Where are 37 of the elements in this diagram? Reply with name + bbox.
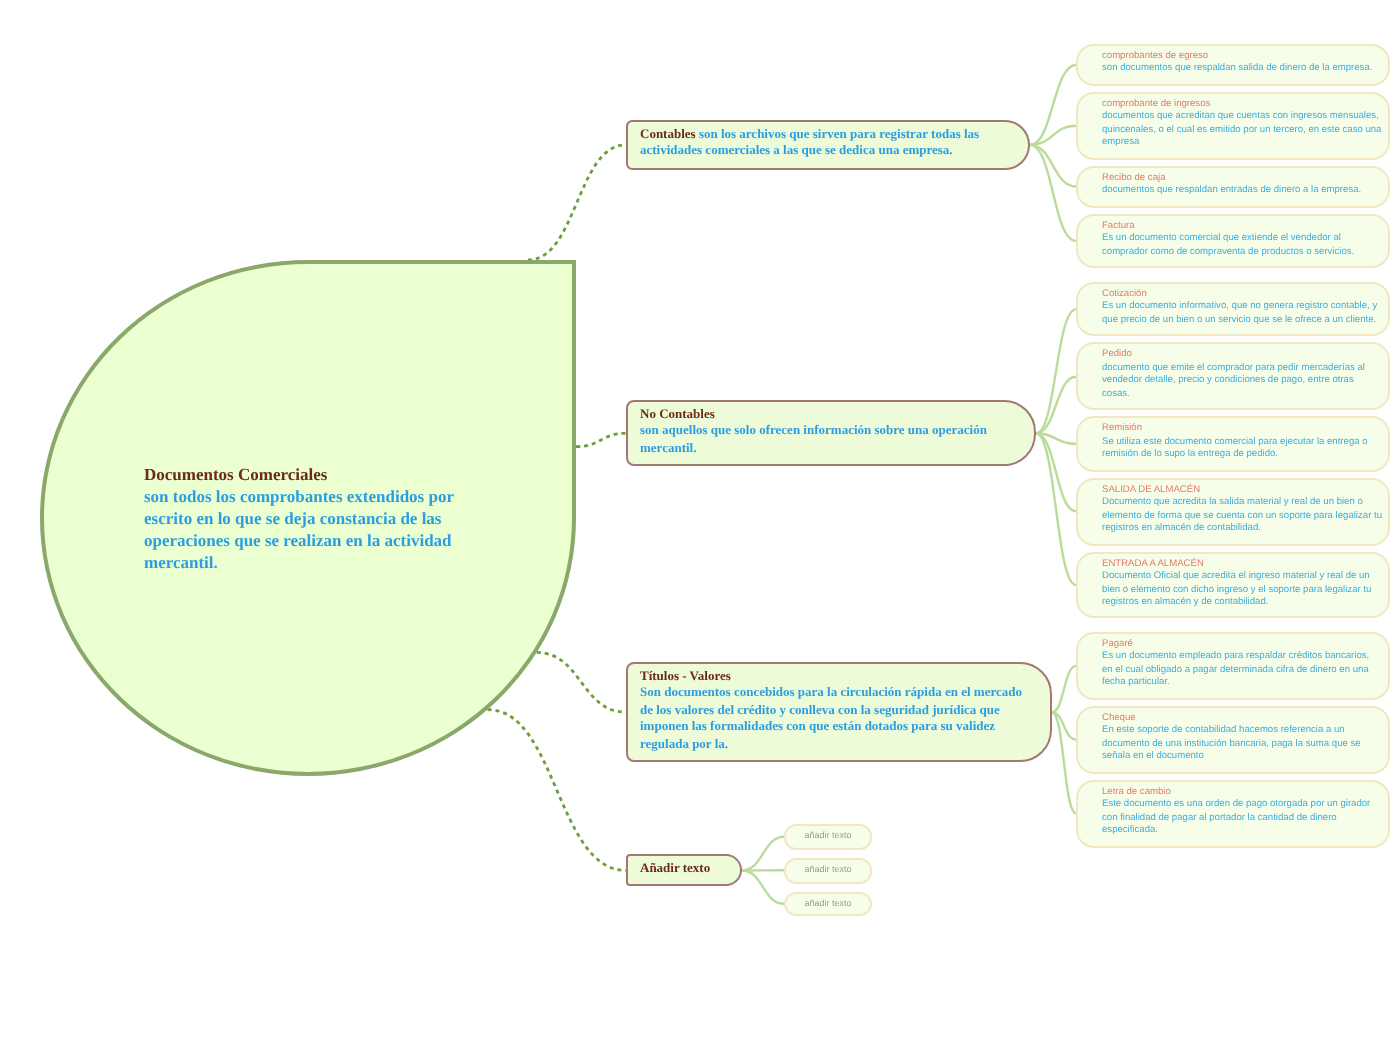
subtopic-box	[1076, 551, 1390, 619]
branch-box	[626, 854, 742, 887]
connector	[1029, 124, 1077, 147]
subtopic-box	[1076, 632, 1390, 700]
connector	[575, 431, 627, 449]
subtopic-box	[1076, 282, 1390, 337]
branch-box	[626, 400, 1036, 467]
connector	[1029, 143, 1077, 243]
connector	[1051, 711, 1077, 815]
connector	[1051, 664, 1077, 714]
connector	[741, 869, 785, 905]
connector	[1035, 432, 1077, 513]
connector	[536, 651, 627, 714]
connector	[1035, 308, 1077, 435]
connector	[1035, 375, 1077, 435]
topic-description: son todos los comprobantes extendidos por escrito en lo que se deja constancia de las operaciones que se realizan en la actividad mercantil.	[144, 486, 456, 575]
subtopic-box	[1076, 705, 1390, 774]
connector	[742, 869, 784, 872]
subtopic-box	[1076, 44, 1390, 86]
subtopic-box	[1076, 213, 1390, 269]
connector	[741, 835, 785, 872]
connector	[1051, 711, 1077, 741]
connector	[1035, 432, 1077, 446]
subtopic-box	[1076, 779, 1390, 848]
connector	[1035, 432, 1077, 586]
subtopic-box	[1076, 342, 1390, 411]
branch-box	[626, 662, 1052, 763]
subtopic-box	[1076, 477, 1390, 546]
subtopic-box	[1076, 165, 1390, 208]
connector	[1029, 63, 1077, 147]
connector	[487, 708, 627, 872]
subtopic-box	[1076, 91, 1390, 160]
subtopic-box	[1076, 416, 1390, 472]
branch-box	[626, 120, 1030, 170]
connector	[527, 143, 627, 262]
connector	[1029, 143, 1077, 188]
topic-title: Documentos Comerciales	[144, 461, 330, 487]
